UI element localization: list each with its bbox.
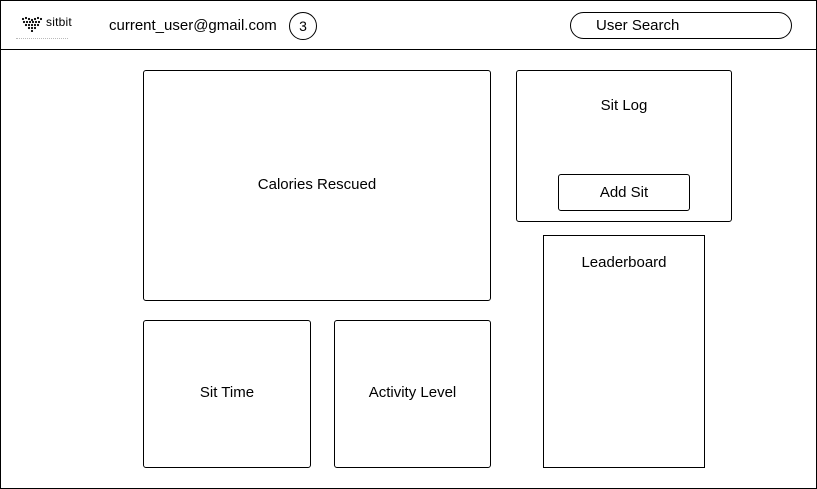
heart-dots-icon [21,16,43,32]
add-sit-button[interactable]: Add Sit [558,174,690,211]
notification-count-badge[interactable]: 3 [289,12,317,40]
sit-time-title: Sit Time [199,384,255,401]
current-user-email[interactable]: current_user@gmail.com [109,17,277,34]
user-search-input[interactable]: User Search [570,12,792,39]
calories-rescued-title: Calories Rescued [257,176,377,193]
leaderboard-panel: Leaderboard [543,235,705,468]
logo-wordmark: sitbit [46,15,72,29]
logo-tagline-rule [16,38,68,41]
leaderboard-title: Leaderboard [581,254,667,271]
activity-level-panel: Activity Level [334,320,491,468]
sitbit-logo: sitbit [16,14,76,44]
calories-rescued-panel: Calories Rescued [143,70,491,301]
activity-level-title: Activity Level [368,384,457,401]
header-divider [0,49,817,50]
sit-log-panel: Sit Log Add Sit [516,70,732,222]
sit-time-panel: Sit Time [143,320,311,468]
sit-log-title: Sit Log [600,97,648,114]
